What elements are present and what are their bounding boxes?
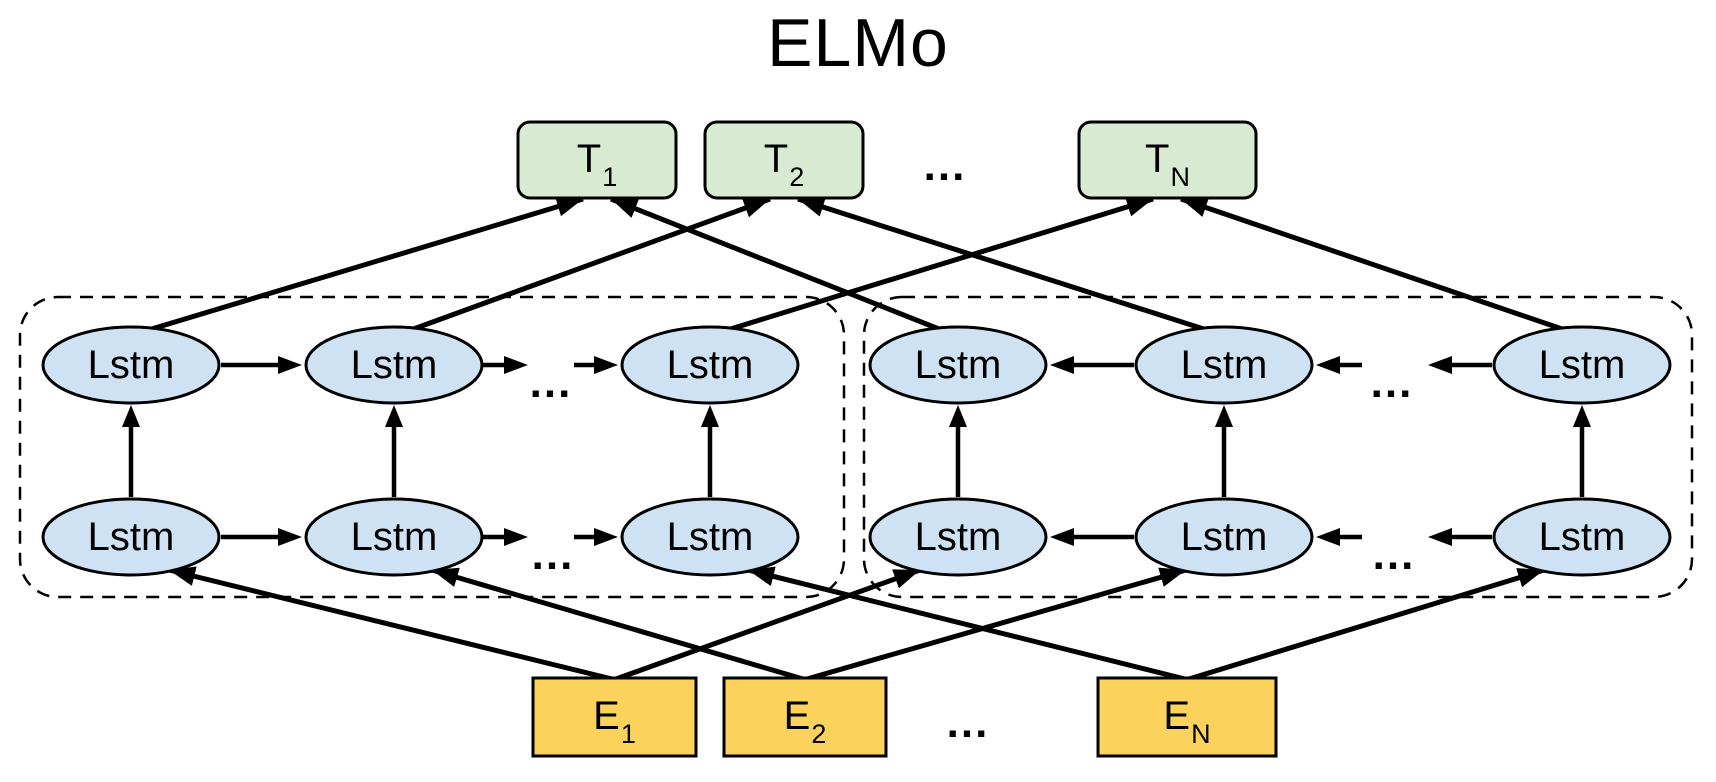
backward-top-ellipsis: ...: [1371, 358, 1414, 407]
forward-lstm-top-3-label: Lstm: [667, 343, 754, 387]
fwd-bottom-arrow-1-2-arrowhead-icon: [278, 528, 302, 546]
backward-bottom-ellipsis: ...: [1373, 530, 1416, 579]
forward-top-ellipsis: ...: [530, 358, 573, 407]
en-to-bwd-bottom3-arrowhead-icon: [1516, 568, 1544, 588]
output-box-t1: [516, 120, 678, 200]
forward-lstm-box: [18, 295, 846, 599]
en-to-fwd-bottom3-arrowhead-icon: [748, 566, 776, 586]
fwd-top3-to-tn: [723, 196, 1154, 334]
bwd-top-arrow-dots-2-arrowhead-icon: [1316, 356, 1340, 374]
bwd-bottom-arrow-dots-2-arrowhead-icon: [1316, 528, 1340, 546]
backward-lstm-bottom-3: [1492, 497, 1672, 577]
embedding-box-en-label: EN: [1163, 694, 1210, 749]
e1-to-bwd-bottom1: [615, 567, 921, 682]
bwd-top2-to-t2-arrowhead-icon: [798, 197, 826, 217]
forward-lstm-bottom-3-label: Lstm: [667, 515, 754, 559]
forward-lstm-bottom-1-label: Lstm: [88, 515, 175, 559]
en-to-fwd-bottom3: [747, 567, 1186, 682]
fwd-top3-to-tn-arrowhead-icon: [1125, 197, 1153, 217]
backward-lstm-top-3: [1492, 325, 1672, 405]
embedding-ellipsis: ...: [947, 698, 990, 747]
bwd-bottom-arrow-2-1-arrowhead-icon: [1050, 528, 1074, 546]
fwd-top2-to-t2: [407, 196, 771, 334]
en-to-bwd-bottom3: [1188, 567, 1545, 682]
bwd-top3-to-tn: [1180, 196, 1569, 334]
forward-lstm-bottom-3: [620, 497, 800, 577]
e1-to-fwd-bottom1-arrowhead-icon: [169, 566, 197, 586]
fwd-up-arrow-1-arrowhead-icon: [122, 405, 140, 427]
bwd-up-arrow-2-arrowhead-icon: [1215, 405, 1233, 427]
e1-to-fwd-bottom1: [168, 567, 613, 682]
output-box-t2: [703, 120, 865, 200]
backward-lstm-top-2: [1134, 325, 1314, 405]
forward-lstm-top-2-label: Lstm: [351, 343, 438, 387]
embedding-box-e2: [722, 676, 888, 758]
fwd-up-arrow-3-arrowhead-icon: [701, 405, 719, 427]
e2-to-fwd-bottom2: [431, 567, 804, 682]
bwd-top-arrow-3-dots-arrowhead-icon: [1428, 356, 1452, 374]
forward-lstm-top-3: [620, 325, 800, 405]
bwd-top1-to-t1-arrowhead-icon: [611, 199, 639, 218]
backward-lstm-top-1-label: Lstm: [915, 343, 1002, 387]
backward-lstm-top-2-label: Lstm: [1181, 343, 1268, 387]
embedding-box-e2-label: E2: [784, 694, 827, 749]
fwd-top2-to-t2-arrowhead-icon: [742, 198, 770, 218]
backward-lstm-top-1: [868, 325, 1048, 405]
fwd-top-arrow-2-dots-arrowhead-icon: [504, 356, 528, 374]
e2-to-bwd-bottom2-arrowhead-icon: [1158, 567, 1186, 587]
forward-lstm-top-1-label: Lstm: [88, 343, 175, 387]
forward-lstm-bottom-1: [41, 497, 221, 577]
backward-lstm-bottom-1: [868, 497, 1048, 577]
output-ellipsis: ...: [924, 141, 967, 190]
output-box-t1-label: T1: [577, 137, 617, 192]
backward-lstm-box: [862, 295, 1694, 599]
backward-lstm-bottom-3-label: Lstm: [1539, 515, 1626, 559]
fwd-top-arrow-dots-3-arrowhead-icon: [594, 356, 618, 374]
backward-lstm-bottom-2: [1134, 497, 1314, 577]
fwd-top-arrow-1-2-arrowhead-icon: [278, 356, 302, 374]
bwd-bottom-arrow-3-dots-arrowhead-icon: [1428, 528, 1452, 546]
output-box-t2-label: T2: [764, 137, 804, 192]
output-box-tn: [1077, 120, 1258, 200]
fwd-bottom-arrow-2-dots-arrowhead-icon: [504, 528, 528, 546]
bwd-up-arrow-3-arrowhead-icon: [1573, 405, 1591, 427]
backward-lstm-bottom-2-label: Lstm: [1181, 515, 1268, 559]
embedding-box-e1: [531, 676, 698, 758]
output-box-tn-label: TN: [1145, 137, 1190, 192]
e2-to-bwd-bottom2: [806, 567, 1187, 682]
fwd-up-arrow-2-arrowhead-icon: [385, 405, 403, 427]
forward-lstm-bottom-2-label: Lstm: [351, 515, 438, 559]
fwd-top1-to-t1-arrowhead-icon: [555, 196, 583, 217]
e1-to-bwd-bottom1-arrowhead-icon: [892, 569, 920, 589]
embedding-box-e1-label: E1: [593, 694, 636, 749]
backward-lstm-top-3-label: Lstm: [1539, 343, 1626, 387]
backward-lstm-bottom-1-label: Lstm: [915, 515, 1002, 559]
embedding-box-en: [1096, 676, 1278, 758]
diagram-title: ELMo: [767, 5, 949, 81]
bwd-top2-to-t2: [797, 196, 1211, 334]
forward-lstm-top-1: [41, 325, 221, 405]
forward-bottom-ellipsis: ...: [532, 530, 575, 579]
bwd-up-arrow-1-arrowhead-icon: [949, 405, 967, 427]
e2-to-fwd-bottom2-arrowhead-icon: [432, 567, 460, 587]
bwd-top3-to-tn-arrowhead-icon: [1181, 197, 1209, 217]
bwd-top-arrow-2-1-arrowhead-icon: [1050, 356, 1074, 374]
fwd-bottom-arrow-dots-3-arrowhead-icon: [594, 528, 618, 546]
fwd-top1-to-t1: [144, 196, 584, 334]
bwd-top1-to-t1: [610, 196, 945, 334]
